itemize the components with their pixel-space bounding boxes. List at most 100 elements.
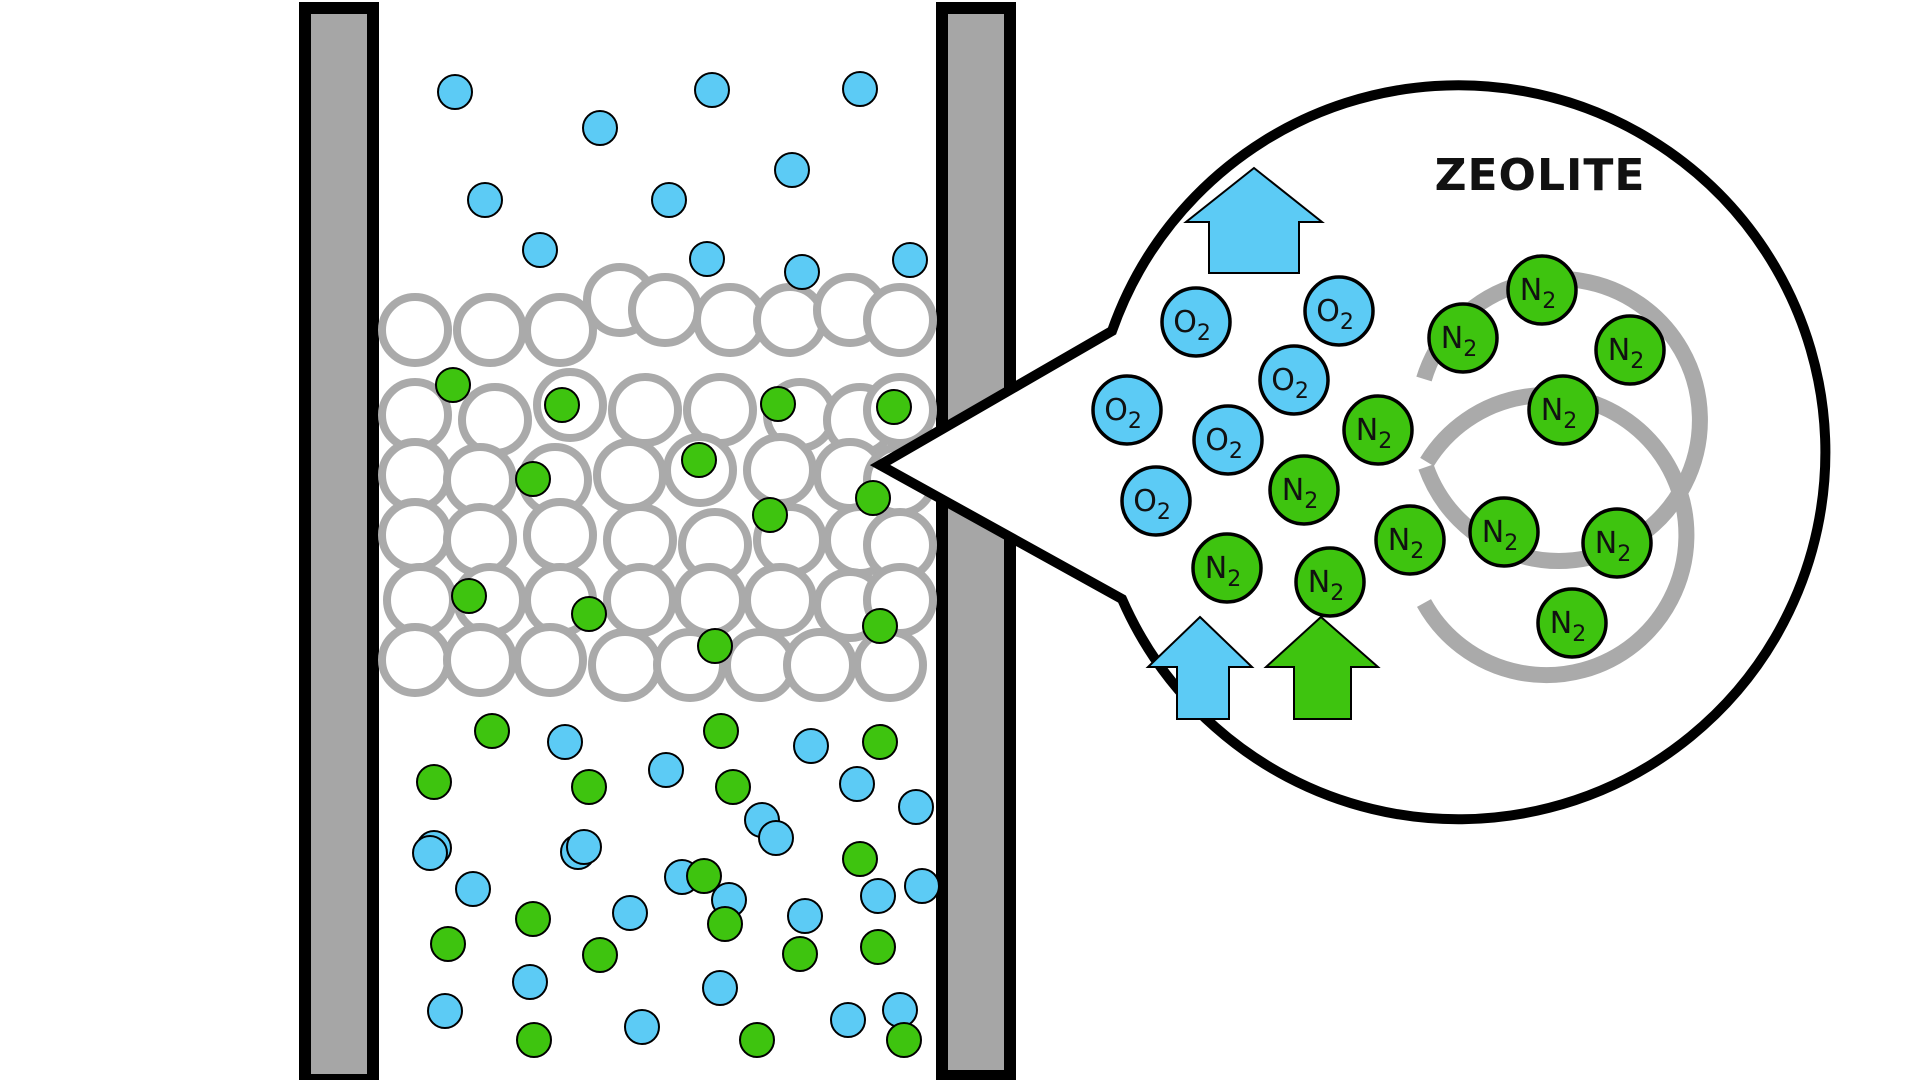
nitrogen-molecule-labeled: N2 (1344, 396, 1412, 464)
oxygen-molecule (831, 1003, 865, 1037)
oxygen-molecule (523, 233, 557, 267)
zeolite-bead (787, 632, 853, 698)
zeolite-bead (457, 297, 523, 363)
nitrogen-molecule-labeled: N2 (1508, 256, 1576, 324)
nitrogen-molecule-labeled: N2 (1429, 304, 1497, 372)
oxygen-molecule (649, 753, 683, 787)
nitrogen-molecule (516, 462, 550, 496)
zeolite-bead (382, 297, 448, 363)
zeolite-bead (517, 627, 583, 693)
oxygen-molecule (548, 725, 582, 759)
nitrogen-molecule (436, 368, 470, 402)
left-column-wall (305, 8, 373, 1080)
zeolite-bead (687, 377, 753, 443)
zeolite-title: ZEOLITE (1435, 150, 1646, 201)
zeolite-bead (867, 287, 933, 353)
oxygen-molecule (695, 73, 729, 107)
oxygen-molecule (567, 830, 601, 864)
nitrogen-molecule (452, 579, 486, 613)
nitrogen-molecule-labeled: N2 (1529, 376, 1597, 444)
oxygen-molecule (899, 790, 933, 824)
nitrogen-molecule (740, 1023, 774, 1057)
oxygen-molecule (428, 994, 462, 1028)
oxygen-molecule (785, 255, 819, 289)
nitrogen-molecule (761, 387, 795, 421)
zeolite-bead (757, 287, 823, 353)
nitrogen-molecule (856, 481, 890, 515)
nitrogen-molecule-labeled: N2 (1470, 498, 1538, 566)
oxygen-molecule-labeled: O2 (1093, 376, 1161, 444)
nitrogen-molecule (716, 770, 750, 804)
oxygen-molecule (625, 1010, 659, 1044)
nitrogen-molecule-labeled: N2 (1376, 506, 1444, 574)
oxygen-molecule (759, 821, 793, 855)
nitrogen-molecule (753, 498, 787, 532)
oxygen-molecule (843, 72, 877, 106)
zeolite-bead (677, 567, 743, 633)
zeolite-bead (612, 377, 678, 443)
nitrogen-molecule (783, 937, 817, 971)
oxygen-molecule-labeled: O2 (1162, 288, 1230, 356)
zeolite-bead (857, 632, 923, 698)
oxygen-molecule-labeled: O2 (1305, 277, 1373, 345)
nitrogen-molecule-labeled: N2 (1193, 534, 1261, 602)
oxygen-molecule-labeled: O2 (1194, 406, 1262, 474)
zeolite-bead (592, 632, 658, 698)
nitrogen-molecule-labeled: N2 (1596, 316, 1664, 384)
oxygen-molecule-labeled: O2 (1260, 346, 1328, 414)
nitrogen-molecule-labeled: N2 (1270, 456, 1338, 524)
right-column-wall (942, 8, 1010, 1076)
nitrogen-molecule (863, 609, 897, 643)
zeolite-bead (447, 507, 513, 573)
nitrogen-molecule (708, 907, 742, 941)
oxygen-molecule (690, 242, 724, 276)
nitrogen-molecule (545, 388, 579, 422)
nitrogen-molecule (572, 597, 606, 631)
nitrogen-molecule (687, 859, 721, 893)
nitrogen-molecule (572, 770, 606, 804)
nitrogen-molecule (704, 714, 738, 748)
nitrogen-molecule (475, 714, 509, 748)
nitrogen-molecule (887, 1023, 921, 1057)
oxygen-molecule (438, 75, 472, 109)
zeolite-bead (382, 502, 448, 568)
oxygen-molecule (893, 243, 927, 277)
zeolite-bed (382, 267, 933, 698)
oxygen-molecule (613, 896, 647, 930)
nitrogen-molecule (877, 390, 911, 424)
oxygen-molecule (883, 993, 917, 1027)
oxygen-molecule (794, 729, 828, 763)
nitrogen-molecule (682, 443, 716, 477)
oxygen-molecule (652, 183, 686, 217)
nitrogen-molecule (417, 765, 451, 799)
zeolite-bead (607, 567, 673, 633)
nitrogen-molecule-labeled: N2 (1538, 589, 1606, 657)
oxygen-molecule (583, 111, 617, 145)
zeolite-bead (747, 437, 813, 503)
nitrogen-molecule (863, 725, 897, 759)
zeolite-bead (597, 442, 663, 508)
oxygen-molecule (905, 869, 939, 903)
zeolite-bead (747, 567, 813, 633)
nitrogen-molecule-labeled: N2 (1583, 509, 1651, 577)
oxygen-molecule (468, 183, 502, 217)
zeolite-bead (447, 627, 513, 693)
zeolite-bead (387, 567, 453, 633)
nitrogen-molecule (431, 927, 465, 961)
nitrogen-molecule (843, 842, 877, 876)
nitrogen-molecule (698, 629, 732, 663)
zeolite-bead (527, 297, 593, 363)
zeolite-bead (382, 627, 448, 693)
oxygen-molecule (513, 965, 547, 999)
nitrogen-molecule (516, 902, 550, 936)
zeolite-bead (462, 387, 528, 453)
nitrogen-molecule (861, 930, 895, 964)
oxygen-molecule (861, 879, 895, 913)
nitrogen-molecule (517, 1023, 551, 1057)
oxygen-molecule-labeled: O2 (1122, 467, 1190, 535)
nitrogen-molecule (583, 938, 617, 972)
oxygen-molecule (788, 899, 822, 933)
oxygen-molecule (456, 872, 490, 906)
oxygen-molecule (413, 836, 447, 870)
